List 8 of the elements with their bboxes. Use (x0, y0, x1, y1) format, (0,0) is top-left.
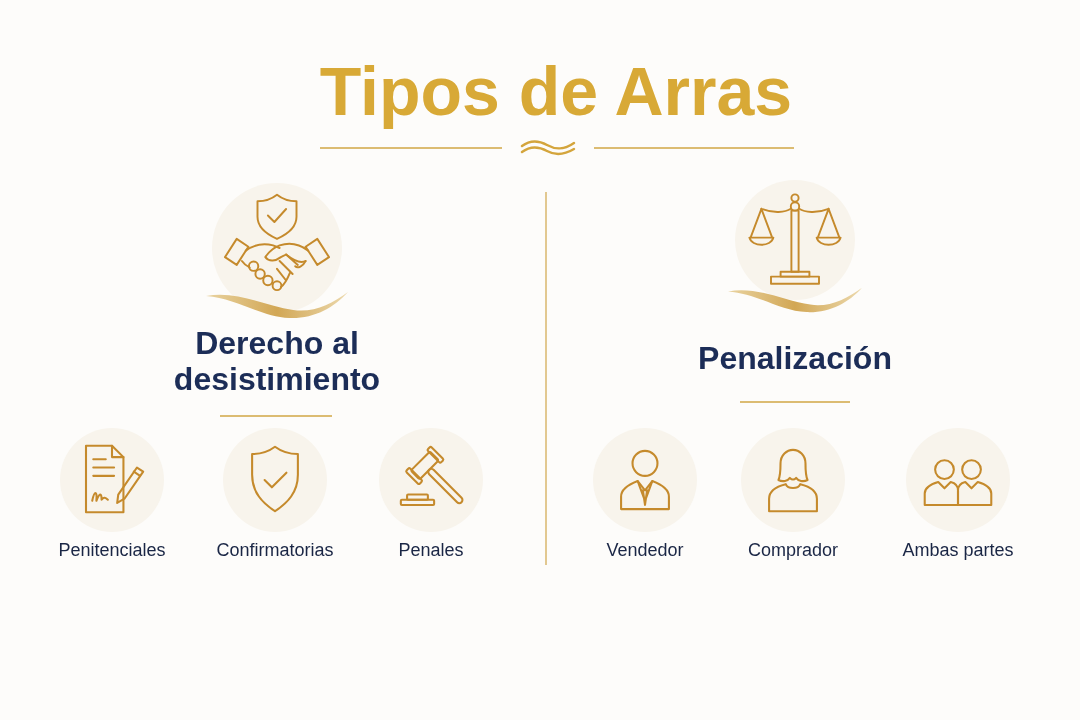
section-heading: Derecho al desistimiento (172, 325, 382, 397)
item-label: Penales (398, 539, 464, 561)
item-label: Vendedor (606, 539, 684, 561)
section-heading: Penalización (698, 340, 892, 376)
item-label: Confirmatorias (216, 539, 334, 561)
item-label: Comprador (747, 539, 838, 561)
item-label: Penitenciales (58, 539, 166, 561)
item-label: Ambas partes (902, 539, 1014, 561)
